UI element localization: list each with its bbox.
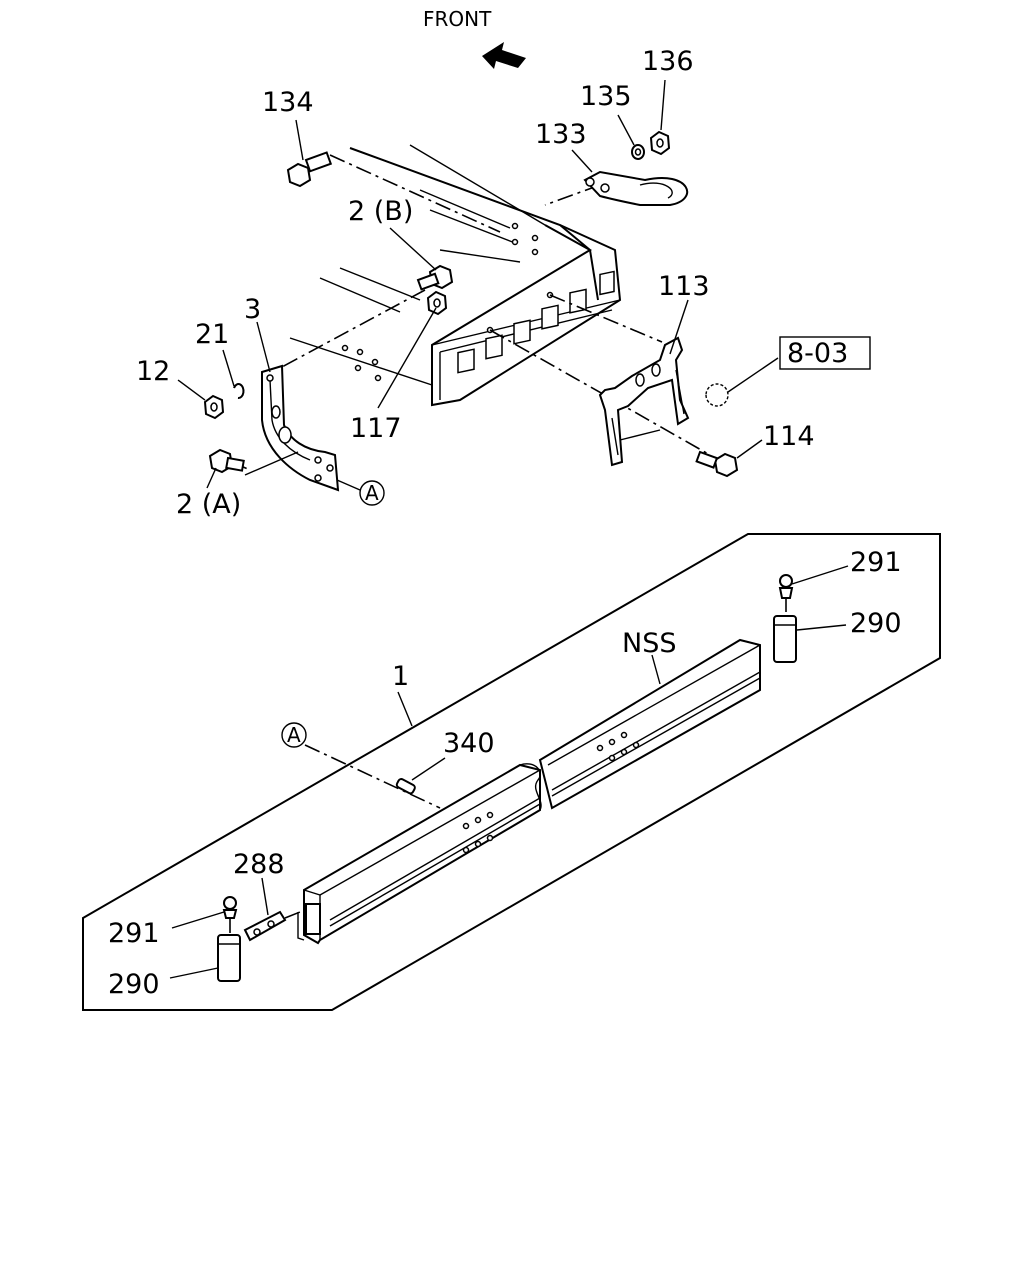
washer-135 (631, 144, 645, 160)
bracket-113 (598, 336, 690, 467)
clip-291-right (778, 574, 794, 599)
callout-135: 135 (580, 81, 632, 112)
callout-340: 340 (443, 728, 495, 759)
end-cap-290-right (773, 615, 797, 663)
bolt-114 (695, 450, 739, 478)
callout-12: 12 (136, 356, 170, 387)
callout-114: 114 (763, 421, 815, 452)
tow-hook-133 (583, 170, 689, 206)
bolt-2b (416, 264, 454, 291)
callout-134: 134 (262, 87, 314, 118)
callout-113: 113 (658, 271, 710, 302)
side-rail-1 (297, 638, 761, 945)
bracket-3 (244, 364, 340, 492)
callout-291-right: 291 (850, 547, 902, 578)
frame-rail (289, 144, 622, 407)
bolt-134 (286, 151, 333, 188)
end-cap-290-left (217, 934, 241, 982)
callout-nss: NSS (622, 628, 676, 659)
svg-text:A: A (287, 723, 301, 747)
front-arrow-icon (482, 42, 526, 69)
nut-8-03 (705, 383, 729, 407)
reference-circle-a-lower: A (281, 722, 307, 748)
callout-290-left: 290 (108, 969, 160, 1000)
nut-136 (649, 130, 671, 156)
reference-box-8-03 (779, 336, 871, 370)
callout-1: 1 (392, 661, 409, 692)
reference-circle-a-upper: A (336, 479, 385, 506)
callout-290-right: 290 (850, 608, 902, 639)
kit-outline (82, 533, 941, 1011)
plate-288 (243, 910, 287, 942)
callout-288: 288 (233, 849, 285, 880)
assembly-lines-lower (229, 598, 787, 933)
svg-text:A: A (365, 481, 379, 505)
callout-133: 133 (535, 119, 587, 150)
callout-21: 21 (195, 319, 229, 350)
callout-2a: 2 (A) (176, 489, 241, 520)
pin-340 (395, 778, 416, 795)
callout-117: 117 (350, 413, 402, 444)
washer-21 (233, 383, 245, 399)
nut-12 (203, 394, 225, 420)
nut-117 (426, 290, 448, 316)
callout-8-03: 8-03 (787, 338, 848, 369)
callout-136: 136 (642, 46, 694, 77)
callout-2b: 2 (B) (348, 196, 413, 227)
callout-3: 3 (244, 294, 261, 325)
clip-291-left (222, 896, 238, 919)
front-label: FRONT (423, 7, 492, 31)
leader-lines-upper (177, 79, 779, 489)
bolt-2a (208, 448, 245, 474)
leader-lines-lower (169, 565, 849, 979)
callout-291-left: 291 (108, 918, 160, 949)
